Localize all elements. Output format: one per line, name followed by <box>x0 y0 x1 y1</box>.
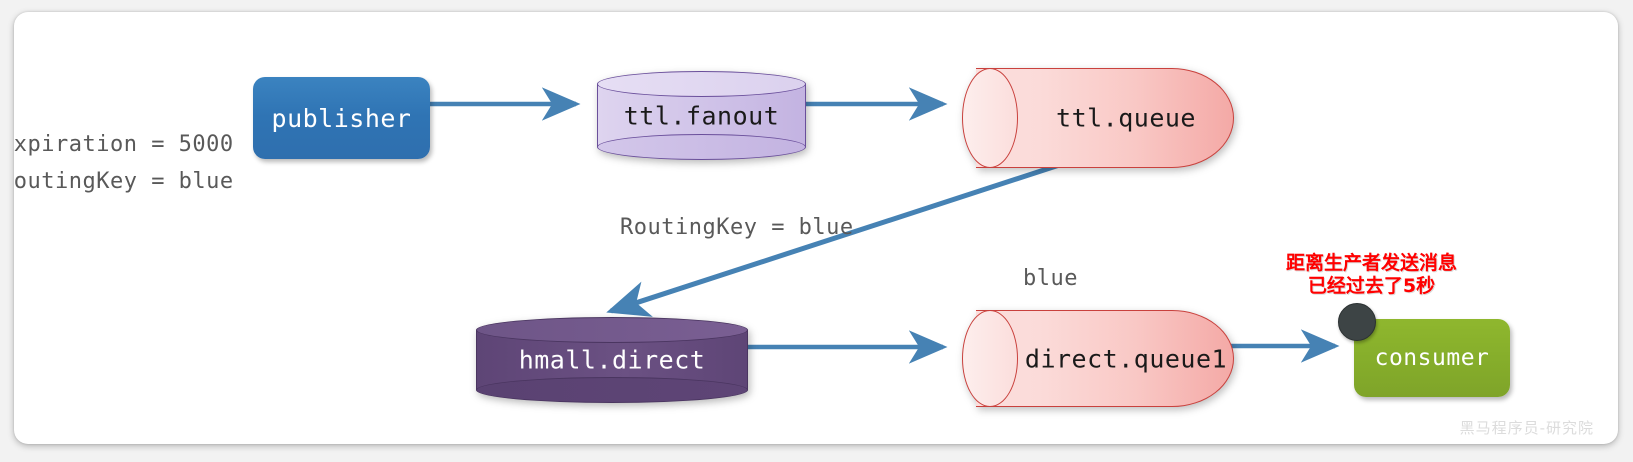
edge-label-routing-key: RoutingKey = blue <box>620 215 854 240</box>
queue-cap <box>962 310 1018 407</box>
cylinder-top <box>476 317 748 343</box>
consumer-badge-icon <box>1338 303 1376 341</box>
cylinder-top <box>597 71 806 97</box>
node-ttl-fanout[interactable]: ttl.fanout <box>597 71 806 160</box>
annotation-line-1: 距离生产者发送消息 <box>1286 252 1458 274</box>
cylinder-bottom <box>476 377 748 403</box>
note-routing-key: RoutingKey = blue <box>14 169 234 194</box>
queue-tube <box>976 310 1234 407</box>
queue-cap <box>962 68 1018 168</box>
node-consumer[interactable]: consumer <box>1338 303 1510 397</box>
queue-tube <box>976 68 1234 168</box>
annotation-line-2: 已经过去了5秒 <box>1307 275 1436 298</box>
node-direct-queue1-label: direct.queue1 <box>1024 344 1228 373</box>
diagram-card: expiration = 5000 RoutingKey = blue publ… <box>14 12 1618 444</box>
note-expiration: expiration = 5000 <box>14 132 234 157</box>
edge-label-blue: blue <box>1023 266 1078 291</box>
node-ttl-fanout-label: ttl.fanout <box>623 101 780 130</box>
node-hmall-direct-label: hmall.direct <box>518 345 706 375</box>
node-hmall-direct[interactable]: hmall.direct <box>476 317 748 403</box>
node-consumer-label: consumer <box>1374 345 1490 371</box>
node-publisher[interactable]: publisher <box>253 77 430 159</box>
watermark: 黑马程序员-研究院 <box>1459 419 1594 437</box>
node-ttl-queue[interactable]: ttl.queue <box>962 68 1234 168</box>
node-publisher-label: publisher <box>271 103 412 133</box>
annotation-elapsed-time: 距离生产者发送消息 已经过去了5秒 <box>1286 252 1457 298</box>
node-direct-queue1[interactable]: direct.queue1 <box>962 310 1234 407</box>
cylinder-bottom <box>597 134 806 160</box>
node-ttl-queue-label: ttl.queue <box>1056 103 1196 133</box>
